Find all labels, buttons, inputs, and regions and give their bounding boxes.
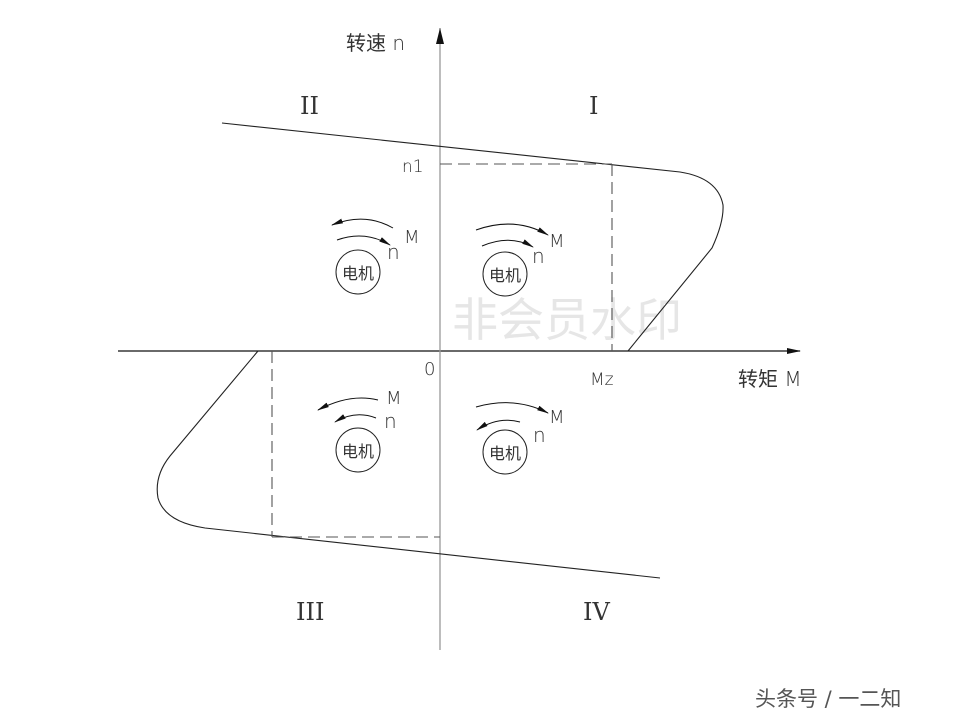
y-axis-label: 转速 n (346, 31, 405, 55)
motor-quadrant-1: 电机 M n (475, 223, 565, 297)
torque-label: M (549, 231, 565, 252)
motor-label: 电机 (489, 444, 521, 463)
motor-quadrant-2: 电机 M n (331, 218, 420, 295)
quadrant-1-label: I (589, 92, 598, 120)
speed-label: n (533, 423, 546, 447)
motor-quadrant-3: 电机 M n (317, 388, 402, 473)
y-axis-arrow-icon (436, 28, 444, 44)
quadrant-3-label: III (296, 598, 324, 626)
speed-label: n (384, 409, 397, 433)
motor-label: 电机 (342, 442, 374, 461)
origin-label: 0 (424, 359, 435, 380)
torque-label: M (386, 388, 402, 409)
watermark: 非会员水印 (452, 293, 682, 347)
motor-label: 电机 (342, 264, 374, 283)
speed-label: n (387, 240, 400, 264)
mz-label: Mz (590, 370, 614, 390)
lower-characteristic-curve (156, 350, 661, 579)
torque-label: M (404, 227, 420, 248)
torque-label: M (549, 407, 565, 428)
speed-label: n (532, 244, 545, 268)
motor-label: 电机 (489, 266, 521, 285)
dashed-guides (271, 163, 613, 538)
motor-quadrant-4: 电机 M n (475, 402, 565, 475)
upper-characteristic-curve (221, 122, 724, 352)
x-axis-label: 转矩 M (738, 367, 802, 391)
quadrant-2-label: II (300, 92, 319, 120)
n1-label: n1 (402, 157, 424, 177)
footer-source: 头条号 / 一二知 (755, 687, 901, 711)
quadrant-4-label: IV (583, 598, 610, 626)
